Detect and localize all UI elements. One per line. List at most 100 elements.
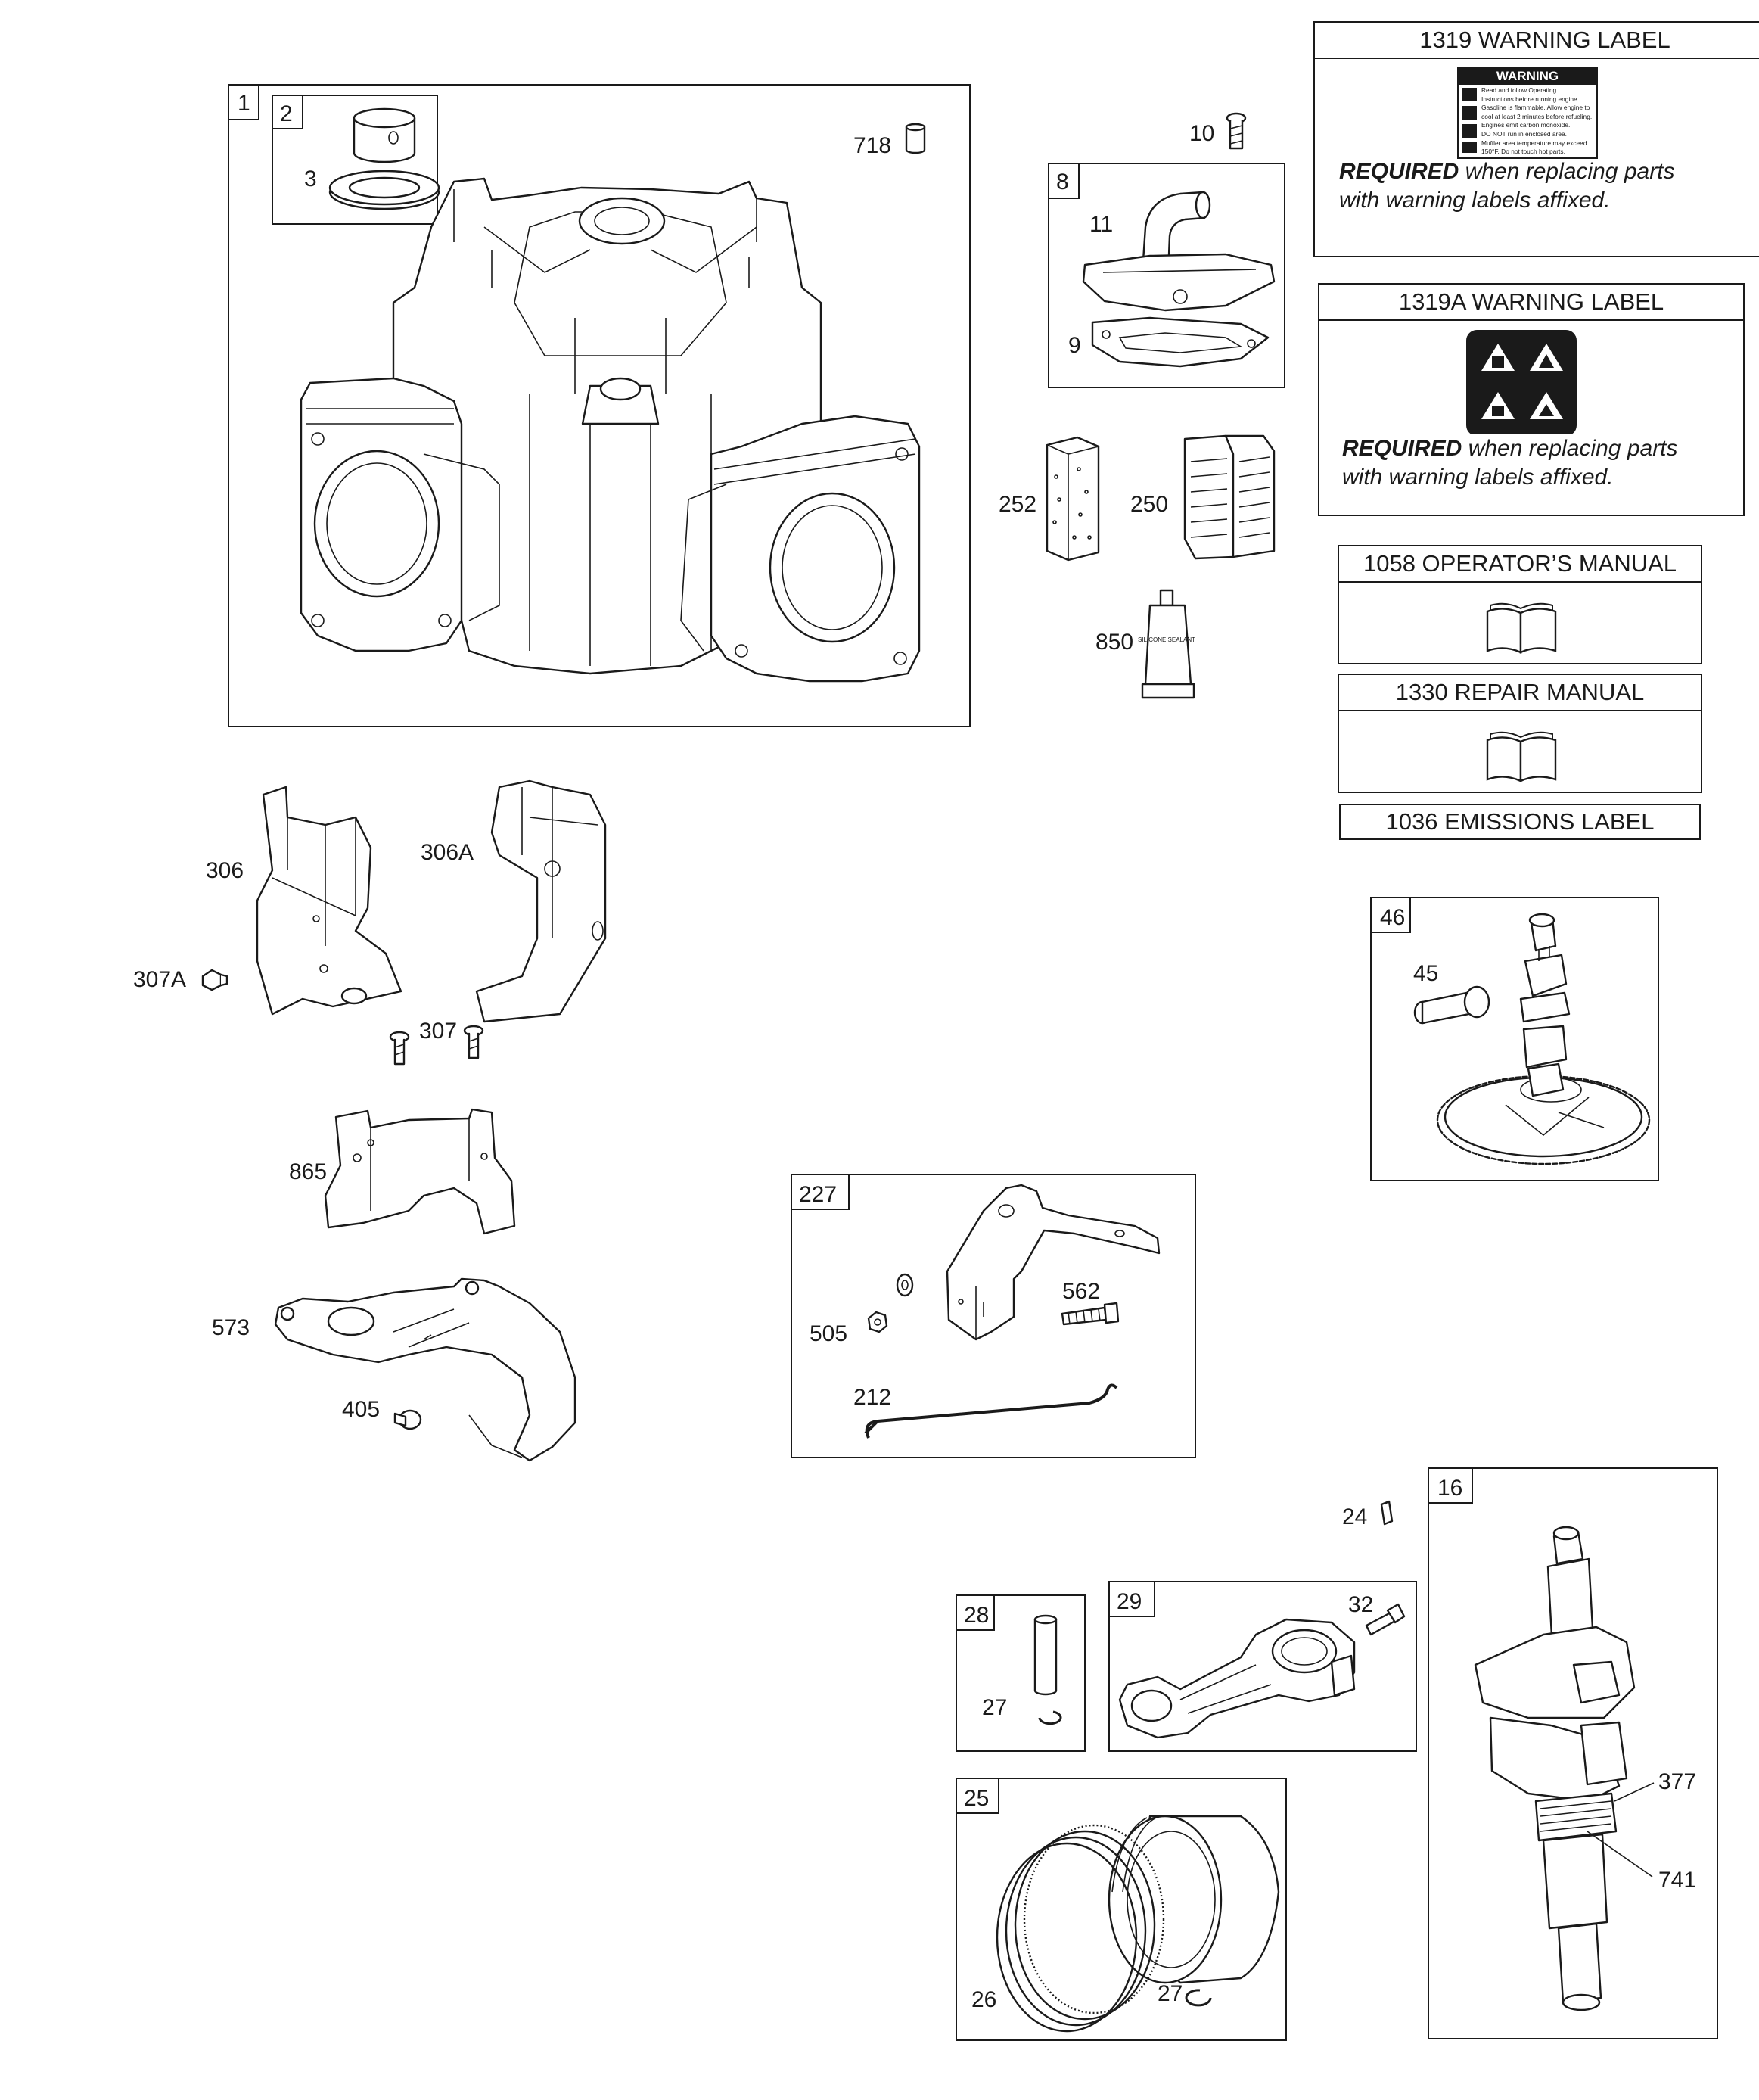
governor-group: 227 505 562 212	[791, 1174, 1196, 1458]
connecting-rod-part	[1118, 1618, 1356, 1739]
sealant-tube-part: SILICONE SEALANT	[1138, 589, 1195, 699]
shield-306a-part	[475, 779, 607, 1023]
piston-rings-part	[996, 1824, 1165, 2033]
callout-405: 405	[342, 1397, 380, 1422]
decal-line: Engines emit carbon monoxide.	[1481, 121, 1571, 129]
warning-label-1319a-title: 1319A WARNING LABEL	[1319, 285, 1743, 321]
repair-manual-title: 1330 REPAIR MANUAL	[1339, 675, 1701, 711]
decal-line: Gasoline is flammable. Allow engine to	[1481, 104, 1590, 112]
callout-212: 212	[853, 1385, 891, 1410]
filter-element-252-part	[1046, 436, 1100, 562]
decal-line: 150°F. Do not touch hot parts.	[1481, 148, 1565, 156]
callout-250: 250	[1130, 492, 1168, 517]
baffle-865-part	[324, 1108, 516, 1235]
cylinder-right-part	[680, 415, 921, 683]
repair-manual-box: 1330 REPAIR MANUAL	[1338, 674, 1702, 793]
fire-icon	[1462, 106, 1477, 120]
callout-27b: 27	[1158, 1981, 1183, 2006]
screw-562-part	[1061, 1302, 1120, 1326]
emissions-label-box: 1036 EMISSIONS LABEL	[1339, 804, 1701, 840]
hot-surface-icon	[1462, 142, 1477, 153]
callout-29: 29	[1117, 1589, 1142, 1614]
callout-306: 306	[206, 858, 244, 883]
shields-group: 306 306A 307A 307	[133, 779, 607, 1066]
book-icon	[1486, 731, 1557, 782]
warning-decal-text: Read and follow Operating Instructions b…	[1459, 85, 1596, 157]
breather-gasket-part	[1091, 316, 1270, 368]
crankshaft-group: 24 16 377 741	[1342, 1467, 1718, 2039]
bolt-32-part	[1365, 1603, 1406, 1636]
callout-25: 25	[964, 1786, 989, 1811]
piston-pin-part	[1033, 1614, 1058, 1696]
required-bold: REQUIRED	[1342, 436, 1462, 461]
filters-group: 252 250 850 SILICONE SEALANT	[999, 434, 1276, 699]
required-rest: when replacing parts	[1459, 159, 1675, 184]
warning-1319-required-note: REQUIRED when replacing parts with warni…	[1315, 157, 1759, 215]
callout-28: 28	[964, 1603, 989, 1628]
callout-850: 850	[1095, 630, 1133, 655]
bushing-part	[353, 107, 416, 163]
callout-9: 9	[1068, 333, 1081, 358]
callout-227: 227	[799, 1182, 837, 1207]
breather-tube-part	[1141, 191, 1211, 275]
manual-icon	[1462, 88, 1477, 101]
callout-307: 307	[419, 1019, 457, 1044]
baffle-573-part	[274, 1277, 576, 1462]
callout-10: 10	[1189, 121, 1214, 146]
camshaft-group: 46 45	[1370, 897, 1659, 1181]
screw-405-part	[393, 1409, 422, 1430]
callout-573: 573	[212, 1315, 250, 1340]
callout-3: 3	[304, 166, 317, 191]
baffles-group: 865 573 405	[212, 1108, 576, 1462]
decal-line: Instructions before running engine.	[1481, 95, 1579, 103]
screen-250-part	[1183, 434, 1276, 560]
callout-45: 45	[1413, 961, 1438, 986]
callout-26: 26	[971, 1987, 996, 2012]
callout-252: 252	[999, 492, 1036, 517]
book-icon	[1486, 602, 1557, 654]
piston-group: 25 26 27	[956, 1778, 1287, 2041]
required-line2: with warning labels affixed.	[1342, 465, 1614, 490]
link-rod-212-part	[864, 1383, 1118, 1439]
fumes-icon	[1462, 124, 1477, 138]
decal-line: DO NOT run in enclosed area.	[1481, 129, 1567, 138]
nut-505-part	[867, 1311, 888, 1333]
washer-part	[896, 1273, 914, 1297]
decal-line: Muffler area temperature may exceed	[1481, 138, 1587, 147]
retainer-27a-part	[1038, 1710, 1062, 1725]
callout-741: 741	[1658, 1868, 1696, 1893]
breather-group: 10 8 11 9	[1048, 112, 1285, 388]
screw-307-right-part	[463, 1025, 484, 1059]
callout-27a: 27	[982, 1695, 1007, 1720]
callout-718: 718	[853, 133, 891, 158]
callout-562: 562	[1062, 1279, 1100, 1304]
callout-1: 1	[238, 91, 250, 116]
key-24-part	[1380, 1500, 1394, 1526]
cylinder-left-part	[300, 377, 500, 652]
operators-manual-title: 1058 OPERATOR’S MANUAL	[1339, 546, 1701, 583]
piston-pin-group: 28 27	[956, 1594, 1086, 1752]
callout-307a: 307A	[133, 967, 186, 992]
operators-manual-box: 1058 OPERATOR’S MANUAL	[1338, 545, 1702, 664]
oil-seal-part	[328, 170, 440, 210]
warning-pictogram-decal	[1466, 330, 1577, 434]
warning-label-1319-title: 1319 WARNING LABEL	[1315, 23, 1759, 59]
required-line2: with warning labels affixed.	[1339, 188, 1611, 213]
warning-decal-1319a	[1319, 321, 1743, 434]
callout-11: 11	[1089, 212, 1113, 237]
decal-line: cool at least 2 minutes before refueling…	[1481, 112, 1593, 120]
connecting-rod-group: 29 32	[1108, 1581, 1417, 1752]
required-bold: REQUIRED	[1339, 159, 1459, 184]
screw-307-left-part	[389, 1031, 410, 1066]
sealant-text: SILICONE SEALANT	[1138, 636, 1195, 643]
callout-306a: 306A	[421, 840, 474, 865]
screw-307a-part	[201, 969, 228, 991]
camshaft-part	[1519, 913, 1571, 1097]
shield-306-part	[256, 786, 402, 1016]
governor-lever-part	[946, 1184, 1161, 1341]
warning-label-1319a-box: 1319A WARNING LABEL REQUIRED when replac…	[1318, 283, 1745, 516]
crankshaft-part	[1474, 1526, 1636, 2011]
warning-label-1319-box: 1319 WARNING LABEL WARNING Read and foll…	[1313, 21, 1759, 257]
callout-377: 377	[1658, 1769, 1696, 1794]
